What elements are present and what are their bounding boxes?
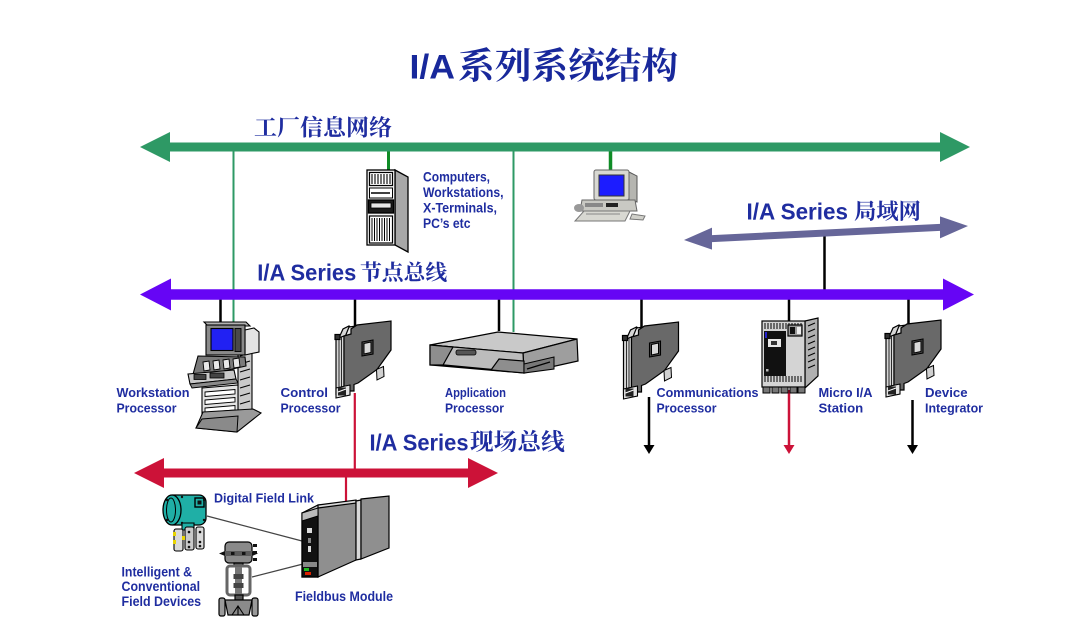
svg-text:Conventional: Conventional [122,579,201,594]
svg-text:I/A Series: I/A Series [257,259,356,285]
svg-text:I/A: I/A [410,49,456,87]
svg-text:Processor: Processor [117,401,177,416]
svg-text:Control: Control [281,385,329,400]
svg-text:PC’s etc: PC’s etc [423,216,471,231]
svg-text:Station: Station [819,401,864,416]
svg-text:Fieldbus Module: Fieldbus Module [295,589,393,604]
svg-text:Digital Field Link: Digital Field Link [214,491,315,506]
svg-text:I/A Series: I/A Series [370,430,469,456]
svg-text:Processor: Processor [445,401,504,416]
svg-text:Micro I/A: Micro I/A [819,385,873,400]
svg-text:I/A Series: I/A Series [747,199,849,225]
svg-text:Field Devices: Field Devices [122,594,202,609]
svg-text:Computers,: Computers, [423,170,490,185]
svg-text:Intelligent &: Intelligent & [122,565,193,580]
svg-text:Workstations,: Workstations, [423,185,504,200]
svg-text:Application: Application [445,385,506,400]
svg-text:Communications: Communications [657,385,759,400]
svg-text:X-Terminals,: X-Terminals, [423,201,497,216]
svg-text:Processor: Processor [657,401,717,416]
svg-text:Processor: Processor [281,401,341,416]
svg-text:Workstation: Workstation [117,385,190,400]
svg-text:Device: Device [925,385,968,400]
svg-text:Integrator: Integrator [925,401,983,416]
